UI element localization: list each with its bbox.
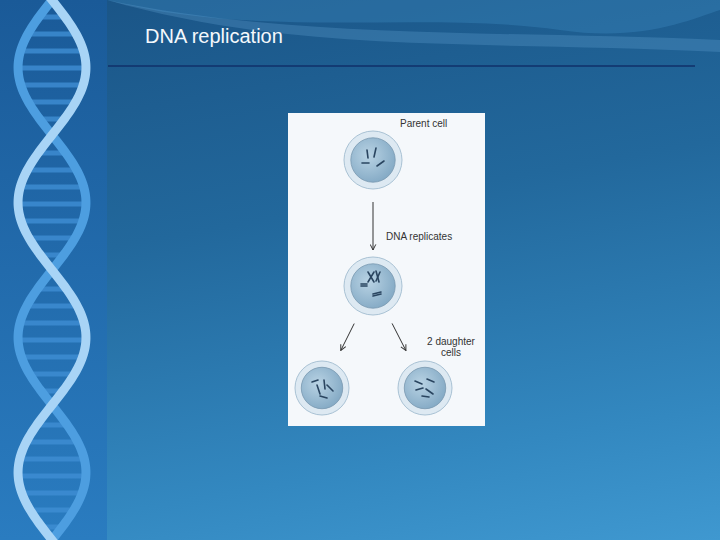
helix-rung	[20, 185, 84, 190]
cell-circle	[343, 256, 403, 316]
chromosome	[376, 272, 380, 281]
chromosome	[312, 380, 318, 382]
cell-circle	[294, 360, 350, 416]
cell-shape	[294, 360, 350, 416]
slide-title: DNA replication	[145, 25, 283, 48]
chromosome	[427, 379, 434, 382]
chromosome	[317, 385, 320, 394]
helix-rung	[18, 202, 86, 207]
chromosome	[426, 389, 433, 394]
chromosome	[324, 380, 325, 389]
helix-rung	[27, 168, 76, 173]
cell-membrane	[344, 131, 402, 189]
edge-label: DNA replicates	[386, 231, 466, 242]
helix-rung	[30, 508, 74, 513]
chromosome	[415, 381, 422, 384]
helix-rung	[28, 100, 75, 105]
helix-rung	[21, 83, 83, 88]
helix-rung	[30, 372, 75, 377]
helix-rung	[22, 491, 82, 496]
cell-circle: Parent cell	[343, 130, 403, 190]
helix-rung	[21, 219, 83, 224]
helix-rung	[18, 66, 86, 71]
helix-strand	[18, 0, 86, 540]
arrow-connector	[373, 202, 374, 250]
top-swoosh	[107, 0, 720, 52]
helix-rung	[18, 338, 86, 343]
edge-label: 2 daughter cells	[422, 336, 480, 358]
helix-rung	[26, 440, 78, 445]
chromosome	[361, 283, 367, 285]
chromosome	[362, 162, 369, 164]
cell-shape	[397, 360, 453, 416]
cell-membrane	[344, 257, 402, 315]
arrow-connector	[392, 323, 406, 350]
image-panel	[288, 113, 485, 426]
cell-membrane	[295, 361, 349, 415]
cell-label: Parent cell	[400, 118, 447, 130]
helix-rung	[28, 32, 76, 37]
helix-rung	[18, 474, 86, 479]
dna-helix	[18, 0, 86, 540]
chromosome	[367, 150, 368, 158]
chromosome	[368, 272, 374, 282]
cell-membrane	[398, 361, 452, 415]
cell-nucleus	[301, 367, 342, 408]
chromosome	[320, 396, 327, 398]
chromosome	[416, 388, 423, 390]
chromosome	[327, 385, 333, 391]
chromosome	[373, 294, 381, 296]
helix-strand	[18, 0, 86, 540]
helix-rung	[27, 304, 78, 309]
chromosome	[361, 285, 367, 287]
cell-shape	[343, 130, 403, 190]
chromosome	[377, 161, 384, 166]
chromosome	[376, 271, 379, 282]
chromosome	[422, 396, 429, 397]
helix-rung	[21, 355, 82, 360]
helix-rung	[20, 49, 83, 54]
cell-nucleus	[404, 367, 445, 408]
cell-shape	[343, 256, 403, 316]
helix-rung	[29, 236, 75, 241]
helix-rung	[20, 457, 85, 462]
chromosome	[374, 148, 376, 157]
cell-nucleus	[351, 264, 395, 308]
title-underline	[108, 65, 695, 67]
helix-rung	[20, 321, 84, 326]
arrow-connector	[341, 324, 354, 351]
cell-circle	[397, 360, 453, 416]
cell-nucleus	[351, 138, 395, 182]
chromosome	[368, 272, 374, 282]
